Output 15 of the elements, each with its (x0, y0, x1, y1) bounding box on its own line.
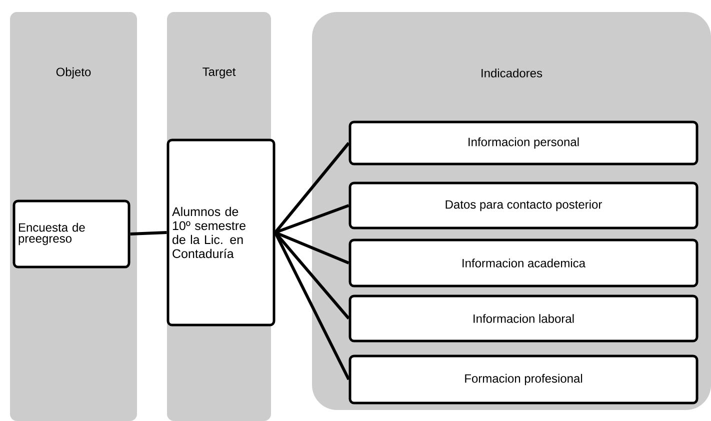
indicator-box: Informacion laboral (348, 294, 698, 342)
connector-line (274, 231, 350, 264)
column-heading: Indicadores (482, 68, 542, 78)
connector-line (274, 232, 350, 380)
column-heading: Objeto (56, 67, 91, 79)
indicator-box: Datos para contacto posterior (348, 182, 698, 230)
connector-line (130, 231, 167, 236)
column-heading: Target (202, 68, 236, 78)
indicator-box: Informacion academica (348, 238, 698, 288)
connector-line (274, 142, 350, 234)
target-box: Alumnos de 10º semestre de la Lic. en Contaduría (166, 138, 276, 326)
indicator-box: Formacion profesional (348, 354, 698, 404)
survey-box: Encuesta de preegreso (12, 200, 130, 268)
connector-line (274, 204, 350, 234)
indicator-box: Informacion personal (348, 120, 698, 166)
